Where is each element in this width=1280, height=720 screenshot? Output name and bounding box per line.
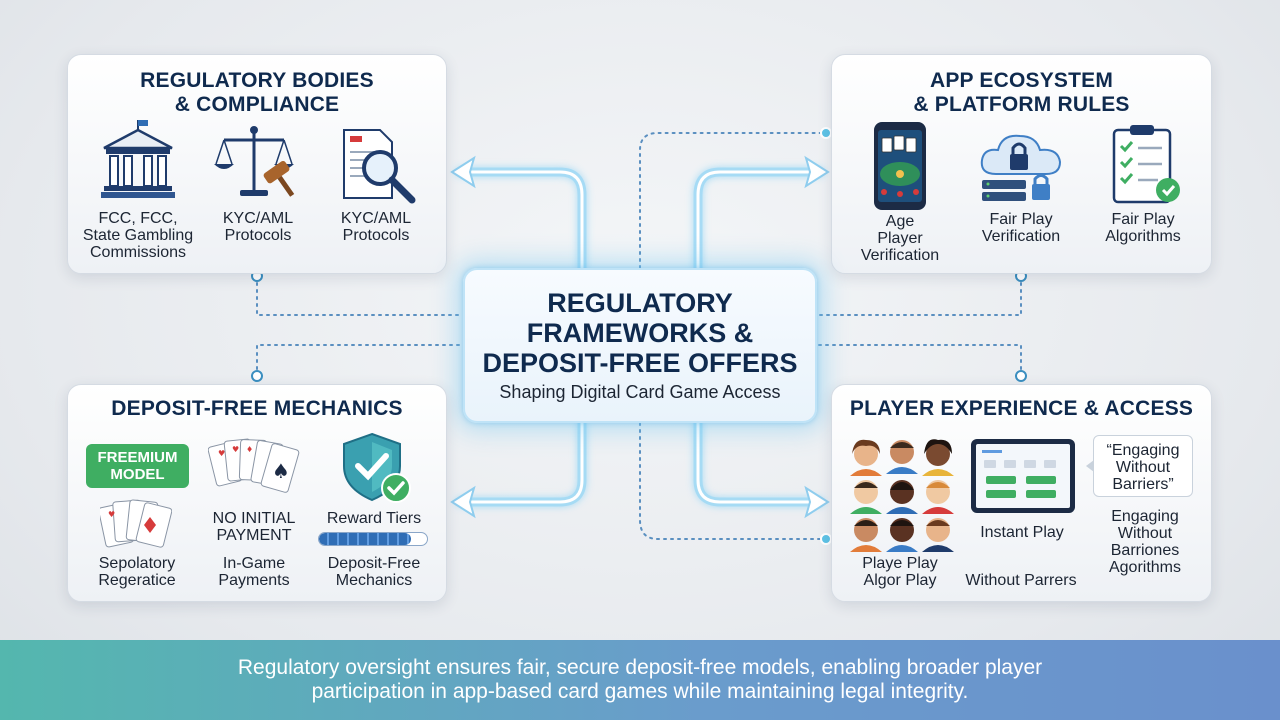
cloud-lock-icon: [980, 134, 1062, 201]
arrowhead-left-top: [450, 155, 476, 189]
svg-text:♠: ♠: [272, 459, 290, 483]
hub-subtitle: Shaping Digital Card Game Access: [499, 382, 781, 402]
arrowhead-right-bottom: [804, 485, 830, 519]
central-hub: REGULATORY FRAMEWORKS & DEPOSIT-FREE OFF…: [463, 268, 817, 423]
footer-summary: Regulatory oversight ensures fair, secur…: [0, 640, 1280, 720]
arrow-to-regulatory: [455, 167, 587, 273]
card-title: PLAYER EXPERIENCE & ACCESS: [849, 397, 1194, 420]
tablet-instant-play-icon: [971, 439, 1075, 513]
shield-check-icon: [343, 432, 411, 503]
svg-text:♥: ♥: [218, 449, 225, 458]
card-title: DEPOSIT-FREE MECHANICS: [111, 397, 403, 420]
arrowhead-right-top: [804, 155, 830, 189]
arrow-to-player: [693, 418, 825, 507]
connector-lines: [251, 127, 1027, 545]
svg-text:♦: ♦: [246, 445, 253, 454]
document-magnifier-icon: [343, 129, 416, 204]
arrowhead-left-bottom: [450, 485, 476, 519]
svg-text:♥: ♥: [108, 510, 115, 519]
card-fan-spade-icon: ♥ ♥ ♦ ♠: [208, 438, 300, 493]
engaging-quote-bubble: “Engaging Without Barriers”: [1086, 435, 1193, 497]
dotted-link-1: [256, 275, 464, 316]
dotted-link-4: [816, 344, 1022, 377]
scales-gavel-icon: [214, 126, 295, 197]
dotted-link-2: [256, 344, 464, 377]
card-title: REGULATORY BODIES & COMPLIANCE: [140, 69, 374, 116]
svg-text:♥: ♥: [232, 445, 239, 454]
diagram-stage: REGULATORY BODIES & COMPLIANCE: [67, 54, 1212, 602]
playing-cards-icon: ♥: [100, 499, 172, 548]
arrow-to-app: [693, 167, 825, 273]
arrow-to-deposit: [455, 418, 587, 507]
checklist-clipboard-icon: [1112, 125, 1180, 204]
phone-card-game-icon: [874, 122, 926, 210]
players-group-icon: [850, 439, 954, 552]
freemium-badge: FREEMIUM MODEL: [86, 444, 189, 488]
hub-title: REGULATORY FRAMEWORKS & DEPOSIT-FREE OFF…: [482, 288, 798, 378]
reward-progress-fill: [319, 533, 411, 545]
card-title: APP ECOSYSTEM & PLATFORM RULES: [913, 69, 1130, 116]
dotted-link-5: [639, 132, 827, 269]
courthouse-icon: [101, 120, 175, 198]
dotted-link-3: [816, 275, 1022, 316]
dotted-link-6: [639, 422, 827, 540]
reward-tiers-progress-bar: [318, 532, 428, 546]
